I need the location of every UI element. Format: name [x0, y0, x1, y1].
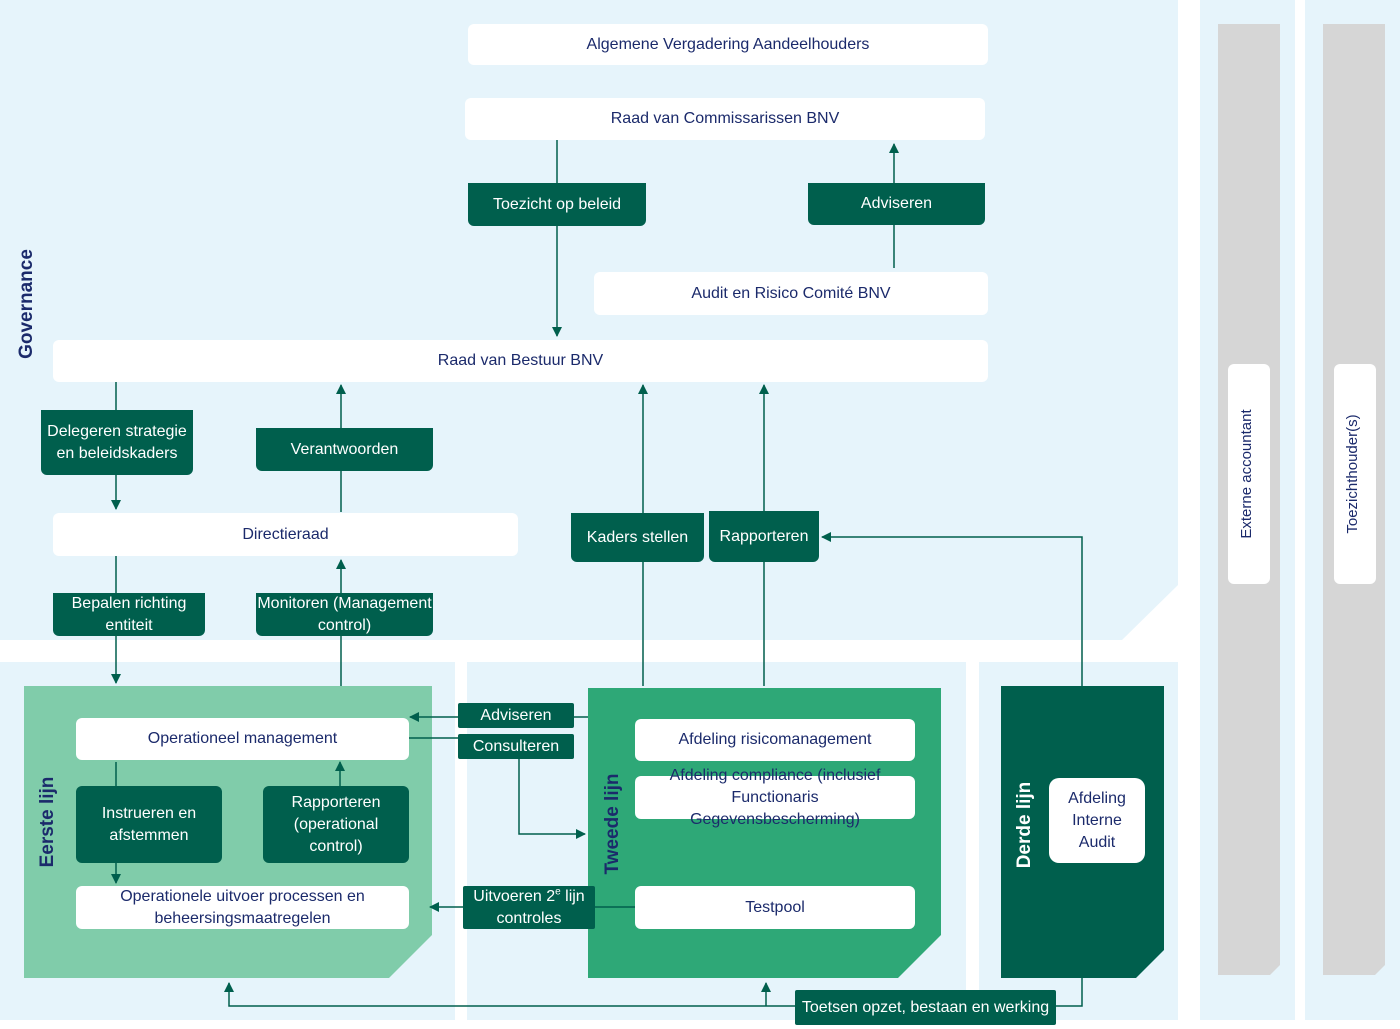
adviseren-mid-box: Adviseren — [458, 703, 574, 728]
second-line-label: Tweede lijn — [602, 773, 623, 875]
uitvoeren-rest: lijn controles — [496, 888, 585, 927]
avh-box: Algemene Vergadering Aandeelhouders — [468, 24, 988, 65]
monitoren-box: Monitoren (Management control) — [256, 593, 433, 636]
instrueren-box: Instrueren en afstemmen — [76, 786, 222, 863]
adviseren-top-box: Adviseren — [808, 183, 985, 225]
rapporteren-top-box: Rapporteren — [709, 511, 819, 562]
externe-accountant-label: Externe accountant — [1238, 409, 1255, 539]
rvb-box: Raad van Bestuur BNV — [53, 340, 988, 382]
governance-area — [0, 0, 1178, 640]
operationele-uitvoer-box: Operationele uitvoer processen en beheer… — [76, 886, 409, 929]
consulteren-box: Consulteren — [458, 734, 574, 759]
operationeel-management-box: Operationeel management — [76, 718, 409, 760]
third-line-label: Derde lijn — [1014, 781, 1035, 869]
delegeren-box: Delegeren strategie en beleidskaders — [41, 410, 193, 475]
uitvoeren-text: Uitvoeren 2 — [473, 888, 556, 905]
uitvoeren-controles-box: Uitvoeren 2e lijn controles — [463, 886, 595, 929]
kaders-stellen-box: Kaders stellen — [571, 513, 704, 562]
directieraad-box: Directieraad — [53, 513, 518, 556]
governance-label: Governance — [16, 249, 37, 359]
toezichthouders-label: Toezichthouder(s) — [1344, 414, 1361, 534]
first-line-label: Eerste lijn — [37, 776, 58, 868]
uitvoeren-sup: e — [555, 886, 561, 898]
toezicht-op-beleid-box: Toezicht op beleid — [468, 183, 646, 226]
compliance-box: Afdeling compliance (inclusief Functiona… — [635, 767, 915, 828]
testpool-box: Testpool — [635, 886, 915, 929]
toezicht-label-box — [1334, 364, 1376, 584]
interne-audit-box: Afdeling Interne Audit — [1049, 778, 1145, 863]
toetsen-box: Toetsen opzet, bestaan en werking — [795, 990, 1056, 1025]
rapporteren-operational-box: Rapporteren (operational control) — [263, 786, 409, 863]
arc-box: Audit en Risico Comité BNV — [594, 272, 988, 315]
verantwoorden-box: Verantwoorden — [256, 428, 433, 471]
extern-label-box — [1228, 364, 1270, 584]
bepalen-richting-box: Bepalen richting entiteit — [53, 593, 205, 636]
rvc-box: Raad van Commissarissen BNV — [465, 98, 985, 140]
risicomanagement-box: Afdeling risicomanagement — [635, 719, 915, 761]
